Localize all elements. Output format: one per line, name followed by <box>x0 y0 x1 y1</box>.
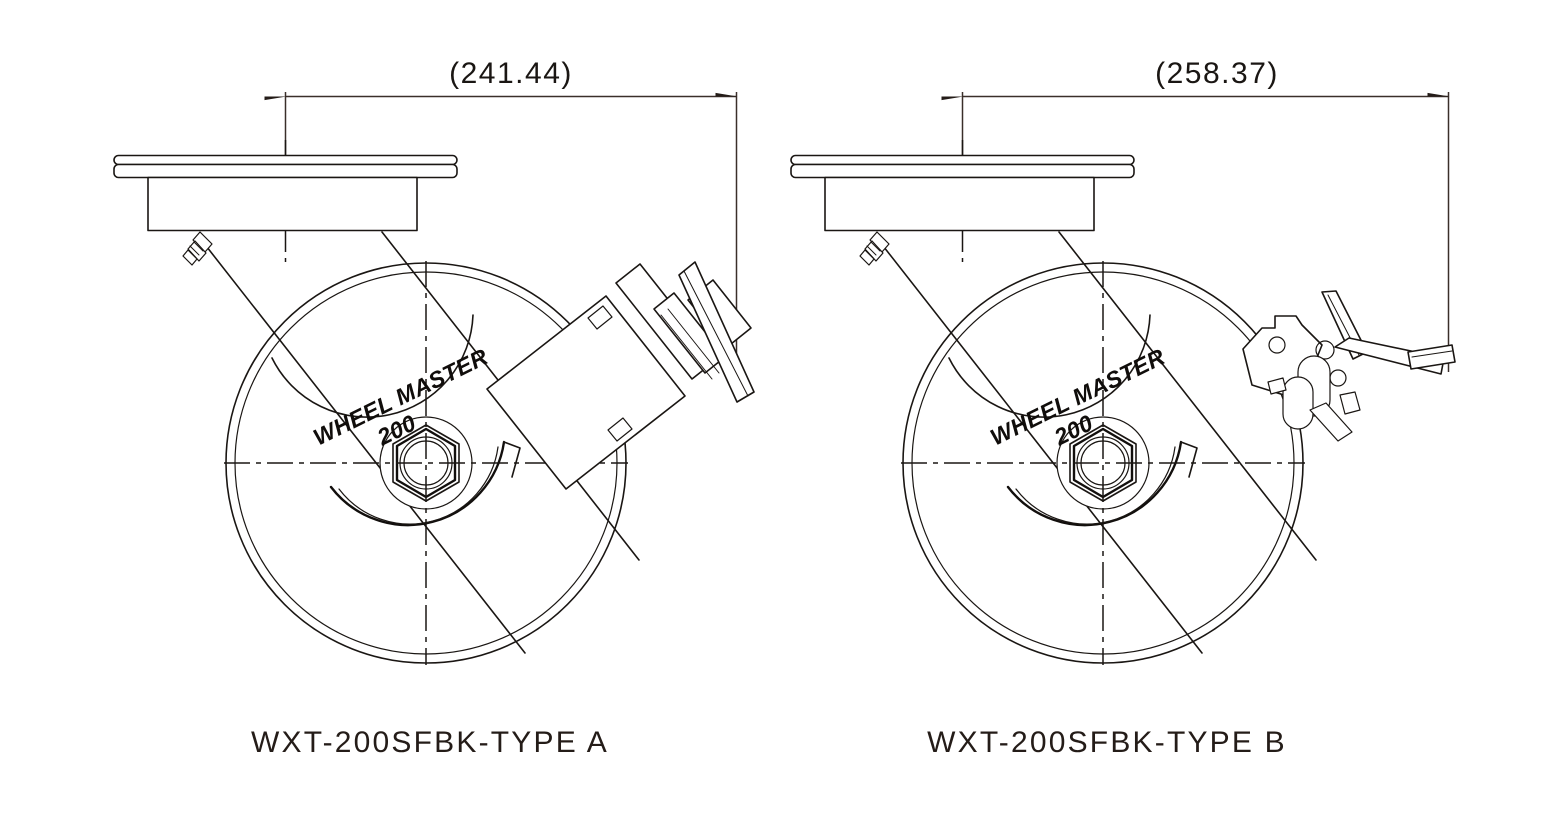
dimension-type-b: (258.37) <box>941 57 1450 372</box>
brake-lever-assembly-b <box>1242 290 1456 442</box>
brake-block-a <box>486 261 755 490</box>
dimension-value-type-b: (258.37) <box>1155 57 1279 90</box>
wheel-hub-a <box>379 416 473 510</box>
wheel-centerlines-b <box>901 261 1305 665</box>
brake-shoe-b <box>1006 440 1198 527</box>
fork-legs-b <box>879 231 1317 654</box>
brake-lug-upper <box>587 305 613 330</box>
bracket-hole-lower <box>1329 369 1347 387</box>
swivel-housing <box>824 176 1095 232</box>
view-type-a: (241.44) <box>113 57 755 759</box>
brake-shoe-tail <box>503 441 521 478</box>
plate-upper-face <box>113 154 458 166</box>
top-mounting-plate <box>113 154 458 179</box>
swivel-housing-body <box>824 176 1095 232</box>
brake-t-handle-edge <box>683 270 749 397</box>
brake-shoe-a <box>329 440 521 527</box>
zerk-knurl <box>189 241 204 256</box>
brake-shoe-tail <box>1180 441 1198 478</box>
cam-link-plate-lower <box>1282 376 1314 430</box>
fork-yoke-cavity-b <box>948 314 1151 418</box>
brake-spindle-thread <box>660 308 720 380</box>
yoke-cavity-arc <box>948 314 1151 418</box>
fork-leg-left <box>202 241 526 654</box>
top-mounting-plate <box>790 154 1135 179</box>
zerk-tip <box>859 249 875 266</box>
grease-fitting-b <box>859 231 890 266</box>
view-type-b: (258.37) <box>790 57 1456 759</box>
caption-type-a: WXT-200SFBK-TYPE A <box>251 726 609 759</box>
brake-shoe-outer-arc <box>1006 440 1183 527</box>
brake-housing-body <box>486 295 686 490</box>
brake-pedal-pad <box>1407 344 1456 370</box>
caption-type-b: WXT-200SFBK-TYPE B <box>927 726 1287 759</box>
swivel-housing-body <box>147 176 418 232</box>
plate-lower-face <box>113 163 458 179</box>
brake-shoe-inner-arc <box>1015 446 1176 525</box>
bracket-hole-pivot <box>1315 340 1335 360</box>
plate-upper-face <box>790 154 1135 166</box>
brake-shoe-outer-arc <box>329 440 506 527</box>
fork-leg-left <box>879 241 1203 654</box>
bracket-tab-right <box>1339 391 1361 415</box>
pedal-pad-edge <box>1411 350 1453 358</box>
yoke-cavity-arc <box>271 314 474 418</box>
brake-lug-lower <box>607 417 633 442</box>
plate-lower-face <box>790 163 1135 179</box>
brake-return-arm <box>1309 402 1353 442</box>
fork-yoke-cavity-a <box>271 314 474 418</box>
bracket-hole-upper <box>1268 336 1286 354</box>
dimension-value-type-a: (241.44) <box>449 57 573 90</box>
fork-leg-right <box>1058 231 1317 561</box>
grease-fitting-a <box>182 231 213 266</box>
zerk-tip <box>182 249 198 266</box>
dimension-type-a: (241.44) <box>264 57 738 398</box>
brake-shoe-inner-arc <box>338 446 499 525</box>
zerk-knurl <box>866 241 881 256</box>
bracket-tab-left <box>1267 377 1287 395</box>
swivel-housing <box>147 176 418 232</box>
